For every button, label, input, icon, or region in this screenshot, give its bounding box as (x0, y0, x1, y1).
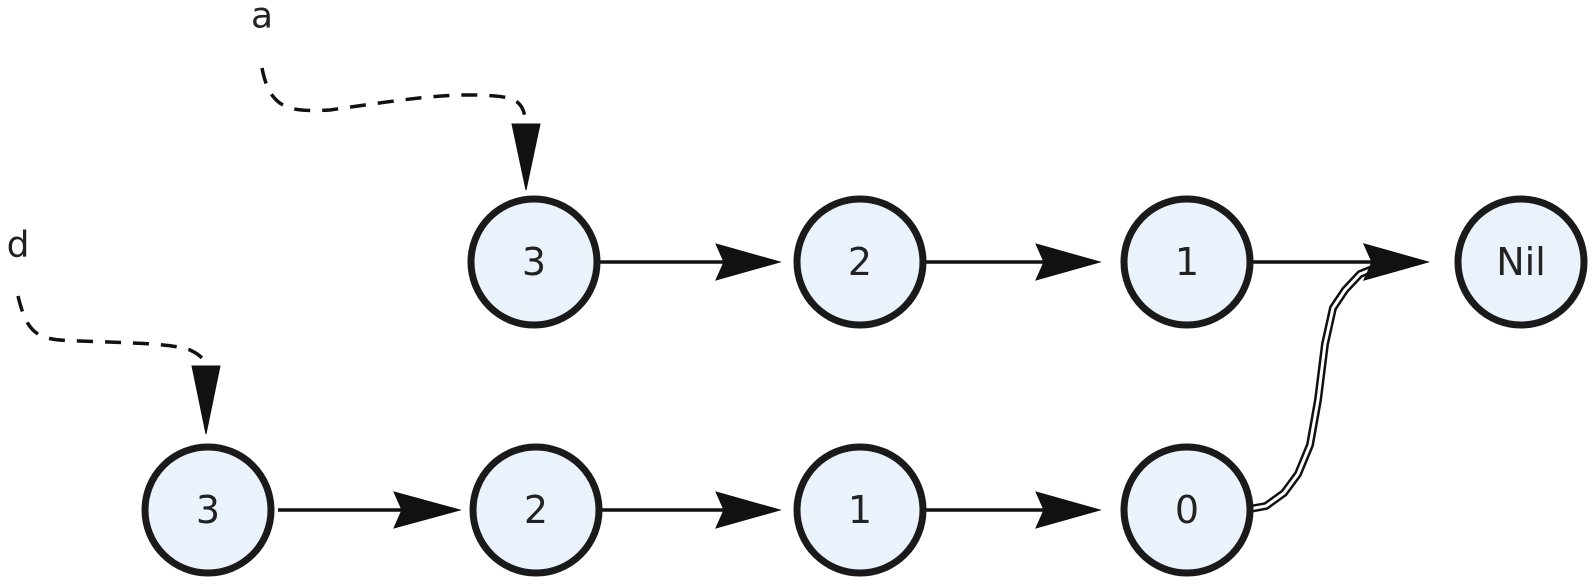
node-d-1-value: 2 (524, 488, 548, 532)
node-d-0: 3 (141, 443, 275, 577)
variable-d-label: d (7, 225, 30, 266)
node-d-2: 1 (793, 443, 927, 577)
node-d-3-value: 0 (1175, 488, 1199, 532)
node-a-1: 2 (793, 195, 927, 329)
node-nil-value: Nil (1496, 240, 1546, 284)
pointer-a-edge (260, 67, 541, 191)
edge-d-0-to-nil (1243, 243, 1430, 514)
edge-a-2-to-1 (922, 243, 1102, 281)
node-a-1-value: 2 (848, 240, 872, 284)
node-a-2-value: 1 (1175, 240, 1199, 284)
edge-d-3-to-2 (278, 491, 462, 529)
node-a-0: 3 (467, 195, 601, 329)
node-d-3: 0 (1120, 443, 1254, 577)
node-d-1: 2 (469, 443, 603, 577)
node-a-0-value: 3 (522, 240, 546, 284)
node-d-0-value: 3 (196, 488, 220, 532)
edge-a-3-to-2 (598, 243, 782, 281)
variable-a-label: a (251, 0, 273, 37)
node-nil: Nil (1454, 195, 1588, 329)
node-a-2: 1 (1120, 195, 1254, 329)
pointer-d-edge (16, 295, 221, 435)
edge-d-2-to-1 (600, 491, 782, 529)
node-d-2-value: 1 (848, 488, 872, 532)
edge-d-1-to-0 (922, 491, 1102, 529)
